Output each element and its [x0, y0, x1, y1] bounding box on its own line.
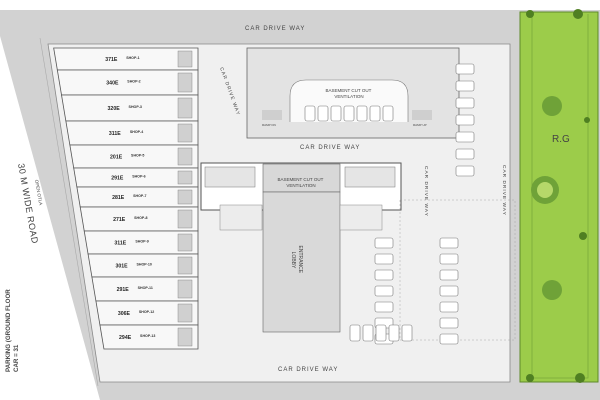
car-slot	[455, 63, 475, 75]
car-slot	[455, 165, 475, 177]
car-slot	[375, 324, 387, 342]
shop-area-label: 371E	[105, 57, 118, 63]
drive-green-label: CAR DRIVE WAY	[501, 165, 507, 216]
car-slot	[362, 324, 374, 342]
entrance-lobby-label: ENTRANCE LOBBY	[290, 246, 303, 275]
shop-unit: 271E SHOP-8	[79, 206, 199, 232]
shop-name-label: SHOP-2	[127, 80, 140, 84]
title-label: PARKING (GROUND FLOOR CAR = 31	[5, 288, 20, 372]
shop-name-label: SHOP-3	[129, 105, 142, 109]
drive-right-label: CAR DRIVE WAY	[423, 166, 429, 217]
open-otla-label: OPEN OTLA	[34, 179, 43, 205]
basement-vent-top-label: BASEMENT CUT OUT VENTILATION	[325, 88, 372, 99]
shop-unit: 294E SHOP-13	[99, 324, 199, 350]
car-slot	[439, 253, 459, 265]
shop-name-label: SHOP-8	[134, 216, 147, 220]
shop-name-label: SHOP-11	[138, 286, 153, 290]
shop-area-label: 291E	[111, 176, 124, 182]
shop-unit: 371E SHOP-1	[53, 47, 199, 71]
car-slot	[349, 324, 361, 342]
shop-unit: 311E SHOP-4	[65, 120, 199, 146]
shop-unit: 291E SHOP-6	[73, 167, 199, 188]
shop-area-label: 294E	[119, 335, 132, 341]
shop-name-label: SHOP-5	[131, 154, 144, 158]
shop-area-label: 311E	[114, 241, 126, 247]
shop-name-label: SHOP-7	[133, 194, 146, 198]
ramp-down-label: RAMP DN	[262, 123, 276, 127]
drive-bottom-label: CAR DRIVE WAY	[278, 367, 338, 373]
car-slot	[374, 269, 394, 281]
car-slot	[330, 105, 342, 122]
shop-unit: 311E SHOP-9	[83, 230, 199, 255]
shop-unit: 340E SHOP-2	[56, 69, 199, 96]
car-slot	[304, 105, 316, 122]
drive-top-label: CAR DRIVE WAY	[245, 26, 305, 32]
shop-name-label: SHOP-10	[137, 263, 152, 267]
shop-area-label: 201E	[110, 155, 123, 161]
ramp-up-label: RAMP UP	[413, 123, 427, 127]
car-slot	[374, 285, 394, 297]
shop-unit: 201E SHOP-5	[69, 144, 199, 169]
entrance-lobby	[262, 191, 341, 333]
shop-unit: 281E SHOP-7	[76, 186, 199, 208]
car-slot	[356, 105, 368, 122]
shop-area-label: 301E	[116, 264, 129, 270]
basement-vent-core-label: BASEMENT CUT OUT VENTILATION	[277, 177, 324, 188]
shop-name-label: SHOP-13	[140, 334, 155, 338]
car-slot	[369, 105, 381, 122]
shop-name-label: SHOP-1	[126, 56, 139, 60]
shop-area-label: 311E	[109, 131, 121, 137]
car-slot	[455, 148, 475, 160]
car-slot	[343, 105, 355, 122]
rg-label: R.G	[552, 134, 570, 145]
shop-area-label: 291E	[117, 287, 130, 293]
shop-area-label: 271E	[113, 217, 126, 223]
drive-middle-label: CAR DRIVE WAY	[300, 145, 360, 151]
car-slot	[317, 105, 329, 122]
shop-area-label: 340E	[106, 81, 119, 87]
car-slot	[455, 80, 475, 92]
car-slot	[382, 105, 394, 122]
shop-unit: 291E SHOP-11	[91, 276, 199, 302]
car-slot	[439, 301, 459, 313]
shop-unit: 320E SHOP-3	[61, 94, 199, 122]
shop-name-label: SHOP-9	[135, 240, 148, 244]
shop-name-label: SHOP-12	[139, 310, 154, 314]
car-slot	[374, 237, 394, 249]
shop-name-label: SHOP-4	[130, 130, 143, 134]
car-slot	[401, 324, 413, 342]
car-slot	[374, 301, 394, 313]
shop-area-label: 320E	[108, 106, 121, 112]
shop-unit: 301E SHOP-10	[87, 253, 199, 278]
shop-name-label: SHOP-6	[132, 175, 145, 179]
car-slot	[439, 333, 459, 345]
car-slot	[455, 131, 475, 143]
car-slot	[374, 253, 394, 265]
car-slot	[439, 237, 459, 249]
car-slot	[439, 317, 459, 329]
car-slot	[388, 324, 400, 342]
car-slot	[439, 269, 459, 281]
car-slot	[455, 97, 475, 109]
tree-icon	[526, 9, 590, 383]
shop-area-label: 281E	[112, 195, 125, 201]
car-slot	[455, 114, 475, 126]
shop-area-label: 306E	[118, 311, 131, 317]
shop-unit: 306E SHOP-12	[95, 300, 199, 326]
car-slot	[439, 285, 459, 297]
